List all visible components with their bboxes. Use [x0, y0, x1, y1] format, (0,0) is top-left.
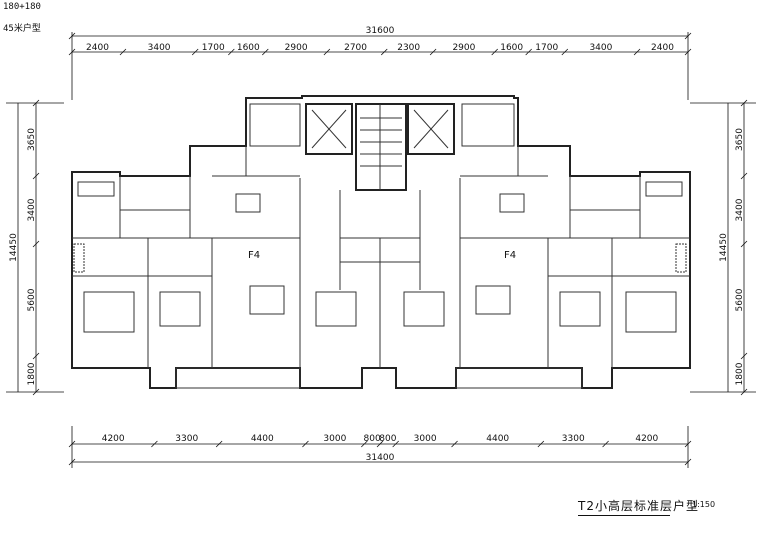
title-underline	[578, 515, 670, 516]
bottom-dim-5: 800	[379, 434, 396, 444]
left-unit-label: F4	[248, 250, 260, 261]
unit-type-note: 45米户型	[3, 24, 41, 34]
top-dim-5: 2700	[344, 43, 367, 53]
top-dim-total: 31600	[366, 26, 395, 36]
left-dim-1: 3400	[27, 198, 37, 221]
bottom-dim-0: 4200	[102, 434, 125, 444]
bottom-dim-8: 3300	[562, 434, 585, 444]
top-dim-0: 2400	[86, 43, 109, 53]
drawing-scale: 1:150	[692, 500, 716, 509]
bottom-dim-2: 4400	[251, 434, 274, 444]
left-dim-0: 3650	[27, 128, 37, 151]
top-dim-9: 1700	[535, 43, 558, 53]
right-unit-label: F4	[504, 250, 516, 261]
top-dim-4: 2900	[285, 43, 308, 53]
top-dim-3: 1600	[237, 43, 260, 53]
bottom-dim-7: 4400	[486, 434, 509, 444]
bottom-dim-6: 3000	[414, 434, 437, 444]
bottom-dim-9: 4200	[635, 434, 658, 444]
left-dim-2: 5600	[27, 288, 37, 311]
right-dim-1: 3400	[735, 198, 745, 221]
top-dim-10: 3400	[589, 43, 612, 53]
top-dim-8: 1600	[500, 43, 523, 53]
right-dim-3: 1800	[735, 362, 745, 385]
bottom-dim-4: 800	[364, 434, 381, 444]
right-dim-0: 3650	[735, 128, 745, 151]
bottom-dim-total: 31400	[366, 453, 395, 463]
top-dim-7: 2900	[452, 43, 475, 53]
top-dim-11: 2400	[651, 43, 674, 53]
bottom-dim-3: 3000	[323, 434, 346, 444]
top-dim-6: 2300	[397, 43, 420, 53]
right-dim-2: 5600	[735, 288, 745, 311]
left-dim-total: 14450	[9, 233, 19, 262]
plan-size-note: 180+180	[3, 2, 41, 12]
left-dim-3: 1800	[27, 362, 37, 385]
right-dim-total: 14450	[719, 233, 729, 262]
bottom-dim-1: 3300	[175, 434, 198, 444]
drawing-title: T2小高层标准层户型	[578, 499, 699, 513]
top-dim-2: 1700	[202, 43, 225, 53]
top-dim-1: 3400	[148, 43, 171, 53]
